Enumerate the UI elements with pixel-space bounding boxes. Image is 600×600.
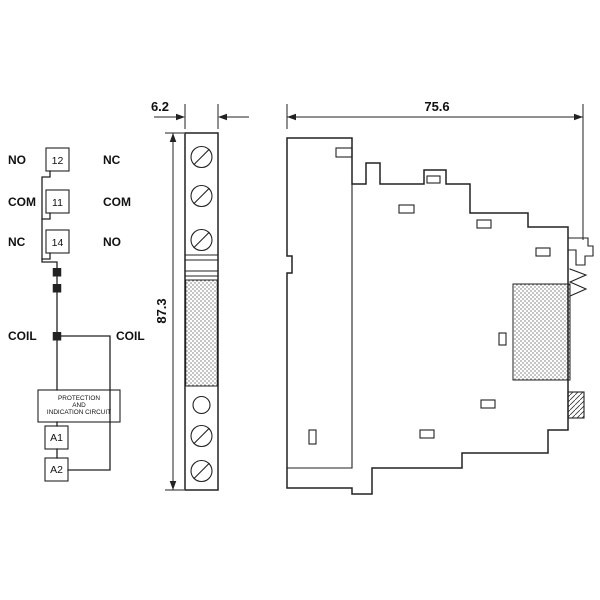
wire-stub-14 (41, 252, 51, 260)
terminal-box-12 (45, 147, 70, 172)
opening-hole (398, 204, 415, 214)
screw-terminal-icon (190, 184, 213, 208)
opening-hole (498, 332, 507, 346)
arrowhead-icon (218, 113, 227, 121)
terminal-box-a2 (44, 457, 69, 482)
dimension-side-depth: 75.6 (424, 99, 449, 114)
arrowhead-icon (169, 481, 177, 490)
opening-hole (480, 399, 496, 409)
din-clip-spring (568, 268, 588, 297)
screw-slot-icon (193, 148, 210, 166)
label-area (185, 279, 218, 387)
screw-terminal-icon (190, 145, 213, 169)
terminal-number-a2: A2 (50, 464, 63, 476)
din-rail-hook (567, 237, 594, 266)
front-body-outline (184, 132, 219, 491)
din-clip-foot (567, 391, 585, 419)
contact-label-nc-right: NC (103, 153, 121, 167)
terminal-number-a1: A1 (50, 432, 63, 444)
protection-indication-box (37, 389, 121, 423)
plug-contact-mark (52, 284, 62, 293)
side-view: 75.6 (286, 99, 594, 495)
dimension-front-width: 6.2 (151, 99, 169, 114)
wire-stub-11 (41, 212, 51, 220)
side-body-outline (286, 137, 569, 495)
plug-contact-mark (52, 268, 62, 277)
screw-slot-icon (193, 462, 210, 480)
contact-label-com-right: COM (103, 195, 131, 209)
wire-coil-loop (60, 335, 111, 471)
opening-hole (535, 247, 551, 257)
wire-contact-bus (41, 170, 58, 333)
screw-slot-icon (193, 187, 210, 205)
protection-box-line1: PROTECTION (58, 395, 100, 402)
terminal-number-11: 11 (52, 197, 63, 209)
terminal-number-14: 14 (52, 237, 64, 249)
contact-label-no-right: NO (103, 235, 121, 249)
contact-label-no-left: NO (8, 153, 26, 167)
screw-terminal-icon (190, 228, 213, 252)
wiring-schematic: NO 12 NC COM 11 COM NC 14 NO COIL COIL P… (8, 147, 145, 482)
arrowhead-icon (287, 113, 296, 121)
dimension-front-height: 87.3 (154, 298, 169, 323)
contact-label-nc-left: NC (8, 235, 26, 249)
side-view-openings (308, 147, 551, 445)
opening-hole (308, 429, 317, 445)
terminal-number-12: 12 (52, 155, 64, 167)
screw-slot-icon (193, 231, 210, 249)
screw-slot-icon (193, 427, 210, 445)
front-rib-lines (184, 254, 219, 277)
coil-label-left: COIL (8, 329, 37, 343)
indicator-window-icon (192, 395, 211, 415)
front-view: 6.2 87.3 (151, 99, 249, 491)
terminal-box-11 (45, 189, 70, 214)
coil-contact-mark (52, 332, 62, 341)
arrowhead-icon (169, 133, 177, 142)
arrowhead-icon (176, 113, 185, 121)
opening-hole (419, 429, 435, 439)
opening-hole (335, 147, 353, 158)
opening-hole (476, 219, 492, 229)
screw-terminal-icon (190, 424, 213, 448)
coil-label-right: COIL (116, 329, 145, 343)
screw-terminal-icon (190, 459, 213, 483)
contact-label-com-left: COM (8, 195, 36, 209)
terminal-box-14 (45, 229, 70, 254)
protection-box-line3: INDICATION CIRCUIT (47, 409, 111, 416)
protection-box-line2: AND (72, 402, 86, 409)
label-area-side (512, 283, 571, 381)
opening-hole (426, 175, 441, 184)
arrowhead-icon (574, 113, 583, 121)
